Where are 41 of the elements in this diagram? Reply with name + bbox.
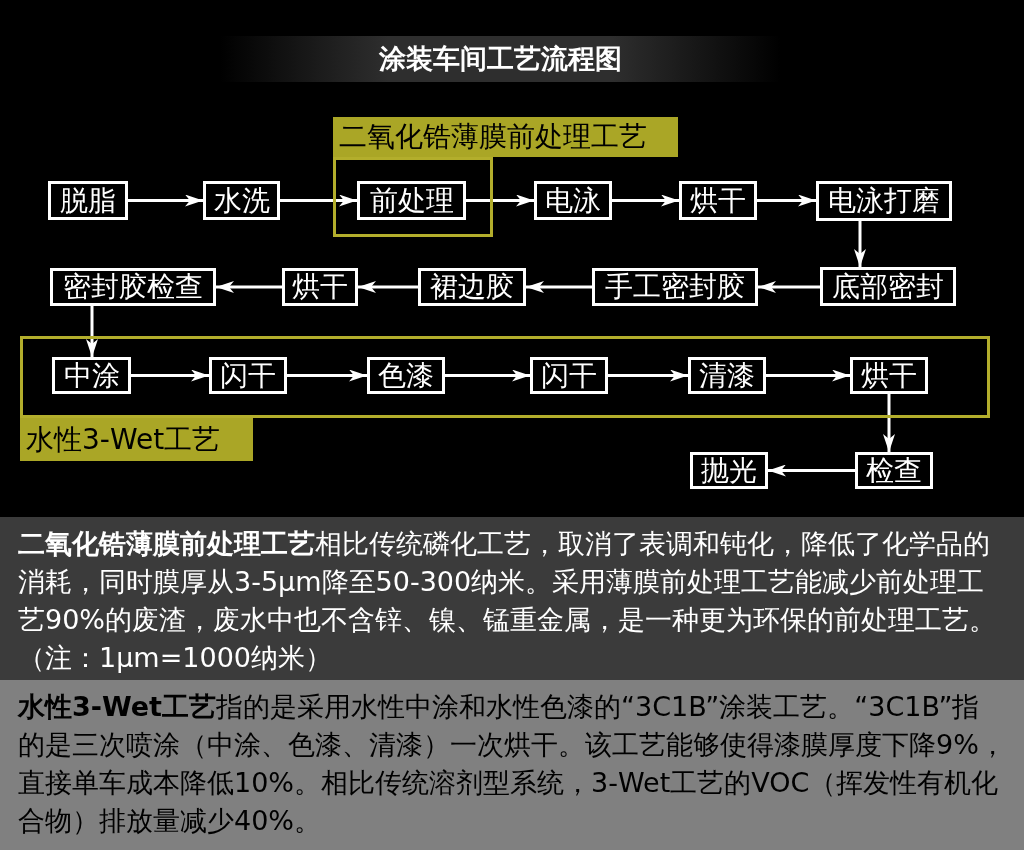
arrow bbox=[526, 281, 592, 293]
arrow bbox=[466, 194, 534, 207]
paragraph: 二氧化锆薄膜前处理工艺相比传统磷化工艺，取消了表调和钝化，降低了化学品的消耗，同时膜厚从3-5μm降至50-300纳米。采用薄膜前处理工艺能减少前处理工艺90%的废渣，废水中也不含锌、镍、锰重金属，是一种更为环保的前处理工艺。（注：1μm=1000纳米） bbox=[18, 527, 997, 675]
process-box: 脱脂 bbox=[48, 181, 128, 220]
process-box: 底部密封 bbox=[820, 267, 956, 306]
title: 涂装车间工艺流程图 bbox=[378, 42, 622, 76]
process-box: 色漆 bbox=[367, 357, 445, 394]
arrow bbox=[608, 369, 688, 382]
arrow bbox=[131, 369, 209, 382]
arrow bbox=[445, 369, 530, 382]
process-box: 闪干 bbox=[209, 357, 287, 394]
arrow bbox=[216, 281, 282, 293]
process-box: 检查 bbox=[855, 452, 933, 489]
arrow bbox=[854, 221, 866, 267]
arrow bbox=[768, 464, 855, 477]
process-box: 水洗 bbox=[203, 181, 280, 220]
process-box: 闪干 bbox=[530, 357, 608, 394]
group-label: 水性3-Wet工艺 bbox=[20, 418, 253, 461]
arrow bbox=[287, 369, 367, 382]
arrow bbox=[612, 194, 679, 207]
process-box: 密封胶检查 bbox=[50, 268, 216, 306]
arrow bbox=[86, 306, 98, 357]
process-box: 烘干 bbox=[679, 181, 757, 220]
process-box: 烘干 bbox=[850, 357, 928, 394]
process-box: 清漆 bbox=[688, 357, 766, 394]
process-box: 裙边胶 bbox=[418, 268, 526, 306]
arrow bbox=[757, 194, 816, 207]
paragraph: 水性3-Wet工艺指的是采用水性中涂和水性色漆的“3C1B”涂装工艺。“3C1B”指的是三次喷涂（中涂、色漆、清漆）一次烘干。该工艺能够使得漆膜厚度下降9%，直接单车成本降低10%。相比传统溶剂型系统，3-Wet工艺的VOC（挥发性有机化合物）排放量减少40%。 bbox=[18, 690, 1006, 838]
arrow bbox=[766, 369, 850, 382]
arrow bbox=[758, 281, 820, 293]
arrow bbox=[128, 194, 203, 207]
process-box: 手工密封胶 bbox=[592, 268, 758, 306]
process-box: 烘干 bbox=[282, 268, 358, 306]
process-box: 抛光 bbox=[690, 452, 768, 489]
process-box: 前处理 bbox=[357, 181, 466, 220]
arrow bbox=[883, 394, 895, 452]
process-box: 电泳打磨 bbox=[816, 181, 952, 221]
arrow bbox=[358, 281, 418, 293]
group-label: 二氧化锆薄膜前处理工艺 bbox=[333, 117, 678, 157]
arrow bbox=[280, 194, 357, 207]
process-box: 中涂 bbox=[52, 357, 131, 394]
